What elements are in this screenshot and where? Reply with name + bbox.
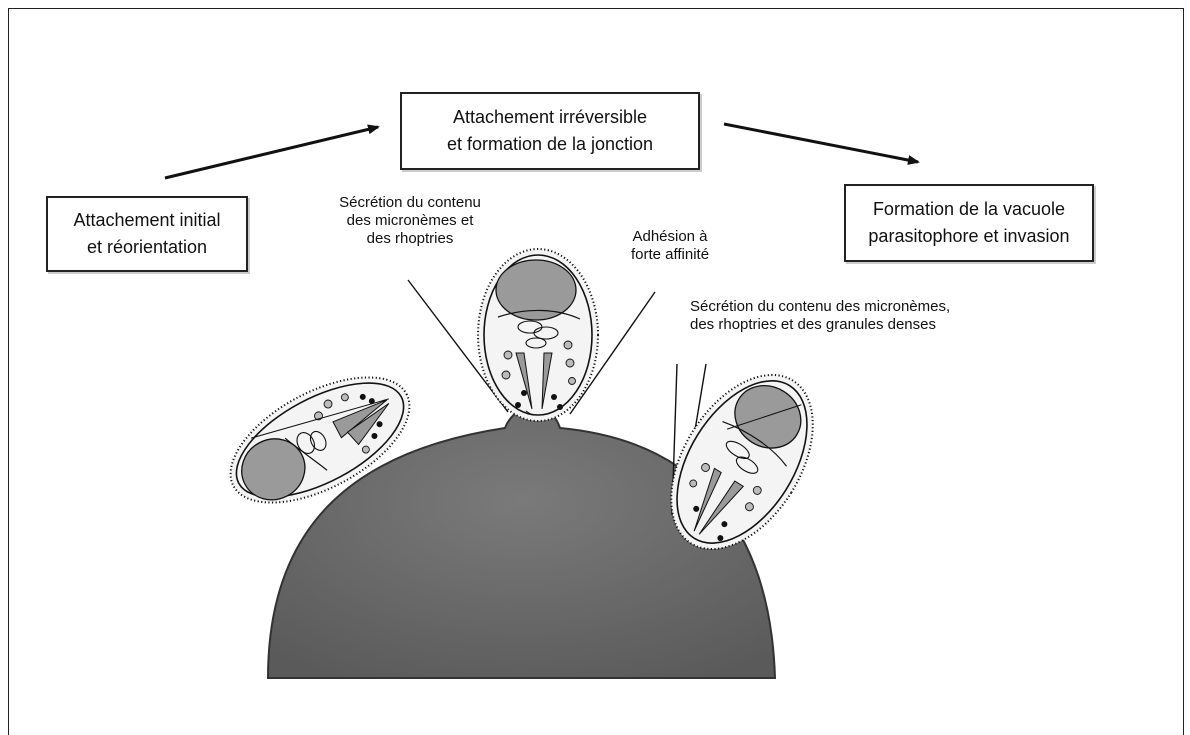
stage-box-initial-attachment: Attachement initial et réorientation (46, 196, 248, 272)
annotation-adhesion-line1: Adhésion à (632, 228, 708, 245)
stage-vacuole-line2: parasitophore et invasion (868, 226, 1070, 246)
stage-irreversible-line1: Attachement irréversible (452, 107, 648, 127)
annotation-secretion-2-line1: Sécrétion du contenu des micronèmes, (690, 298, 951, 315)
figure-frame (8, 8, 1184, 735)
annotation-secretion-1-line2: des micronèmes et (346, 212, 474, 229)
annotation-secretion-micronemes-rhoptries: Sécrétion du contenu des micronèmes et d… (310, 194, 510, 248)
stage-box-irreversible-attachment: Attachement irréversible et formation de… (400, 92, 700, 170)
parasite-irreversible-attachment (477, 248, 599, 422)
annotation-secretion-1-line3: des rhoptries (366, 230, 454, 247)
arrow-stage-1-to-2 (164, 124, 380, 180)
stage-initial-line1: Attachement initial (73, 210, 221, 230)
stage-initial-line2: et réorientation (86, 237, 208, 257)
annotation-secretion-dense-granules: Sécrétion du contenu des micronèmes, des… (690, 298, 950, 334)
annotation-secretion-1-line1: Sécrétion du contenu (339, 194, 481, 211)
annotation-secretion-2-line2: des rhoptries et des granules denses (690, 316, 936, 333)
parasite-initial-attachment (229, 376, 411, 504)
annotation-adhesion-line2: forte affinité (630, 246, 710, 263)
stage-vacuole-line1: Formation de la vacuole (872, 199, 1066, 219)
stage-irreversible-line2: et formation de la jonction (446, 134, 654, 154)
arrow-stage-2-to-3 (723, 122, 920, 165)
parasite-invasion (670, 373, 814, 551)
stage-box-vacuole-invasion: Formation de la vacuole parasitophore et… (844, 184, 1094, 262)
leader-adhesion (569, 291, 656, 415)
annotation-high-affinity-adhesion: Adhésion à forte affinité (620, 228, 720, 264)
